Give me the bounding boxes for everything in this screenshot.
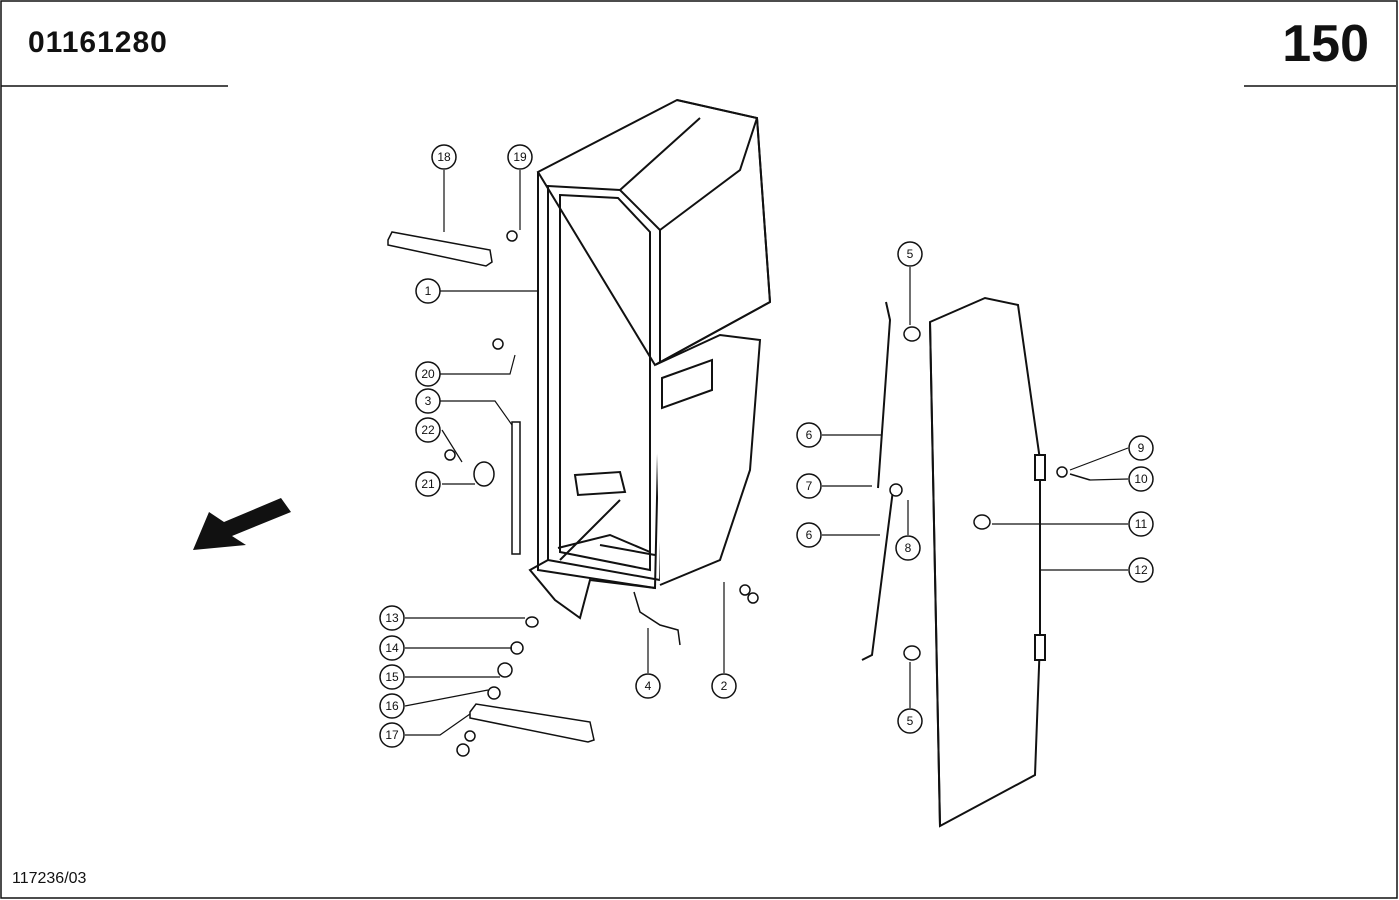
cab-frame (528, 98, 772, 620)
callout-15 (379, 664, 405, 690)
callout-7 (796, 473, 822, 499)
hinge-5-bottom (903, 645, 921, 661)
drawing-reference: 117236/03 (12, 870, 87, 887)
callout-labels: 18 19 1 20 3 22 21 13 14 15 16 17 4 2 5 … (385, 150, 1148, 742)
callout-label: 3 (425, 394, 432, 408)
door-panel (928, 296, 1046, 828)
callout-label: 12 (1134, 563, 1148, 577)
callout-label: 6 (806, 528, 813, 542)
hardware-parts (387, 230, 1091, 757)
callout-label: 13 (385, 611, 399, 625)
callout-label: 15 (385, 670, 399, 684)
nut-17c (456, 743, 470, 757)
nut-2b (747, 592, 759, 604)
bolt-13 (525, 616, 539, 628)
callout-label: 14 (385, 641, 399, 655)
callout-8 (895, 535, 921, 561)
callout-label: 10 (1134, 472, 1148, 486)
part-number: 01161280 (28, 26, 168, 59)
callout-19 (507, 144, 533, 170)
callout-20 (415, 361, 441, 387)
leader-lines (404, 170, 1129, 736)
callout-label: 21 (421, 477, 435, 491)
callout-label: 8 (905, 541, 912, 555)
callout-label: 22 (421, 423, 435, 437)
callout-label: 7 (806, 479, 813, 493)
callout-label: 1 (425, 284, 432, 298)
callout-17 (379, 722, 405, 748)
callout-label: 9 (1138, 441, 1145, 455)
nut-2 (739, 584, 751, 596)
nut-17b (464, 730, 476, 742)
callout-9 (1128, 435, 1154, 461)
callout-label: 11 (1135, 517, 1148, 531)
nut-20 (492, 338, 504, 350)
callout-11 (1128, 511, 1154, 537)
washer-22 (444, 449, 456, 461)
callout-label: 18 (437, 150, 451, 164)
door-rods (861, 301, 894, 661)
callout-22 (415, 417, 441, 443)
callout-2 (711, 673, 737, 699)
hinge-5-top (903, 326, 921, 342)
callout-12 (1128, 557, 1154, 583)
callout-label: 5 (907, 247, 914, 261)
callout-21 (415, 471, 441, 497)
callout-4 (635, 673, 661, 699)
nut-19 (506, 230, 518, 242)
callout-18 (431, 144, 457, 170)
callout-6-bottom (796, 522, 822, 548)
callout-label: 17 (385, 728, 399, 742)
callout-5-top (897, 241, 923, 267)
lock-11 (973, 514, 991, 530)
clip-8 (889, 483, 903, 497)
latch-21 (473, 461, 495, 487)
callout-label: 5 (907, 714, 914, 728)
callout-14 (379, 635, 405, 661)
bolt-10 (1069, 473, 1091, 481)
callout-16 (379, 693, 405, 719)
callout-3 (415, 388, 441, 414)
bracket-17 (469, 703, 595, 743)
bracket-18 (387, 231, 493, 267)
callout-1 (415, 278, 441, 304)
callout-label: 4 (645, 679, 652, 693)
page-number: 150 (1282, 15, 1369, 73)
callout-5-bottom (897, 708, 923, 734)
callout-label: 6 (806, 428, 813, 442)
callout-13 (379, 605, 405, 631)
strip-3 (511, 421, 521, 555)
direction-arrow-icon (193, 498, 291, 550)
callout-6-top (796, 422, 822, 448)
nut-16 (487, 686, 501, 700)
callout-10 (1128, 466, 1154, 492)
callout-label: 2 (721, 679, 728, 693)
washer-9 (1056, 466, 1068, 478)
callout-label: 20 (421, 367, 435, 381)
cable-4 (633, 591, 681, 646)
callout-label: 19 (513, 150, 527, 164)
callout-circles (379, 144, 1154, 748)
washer-14 (510, 641, 524, 655)
washer-15 (497, 662, 513, 678)
callout-label: 16 (385, 699, 399, 713)
